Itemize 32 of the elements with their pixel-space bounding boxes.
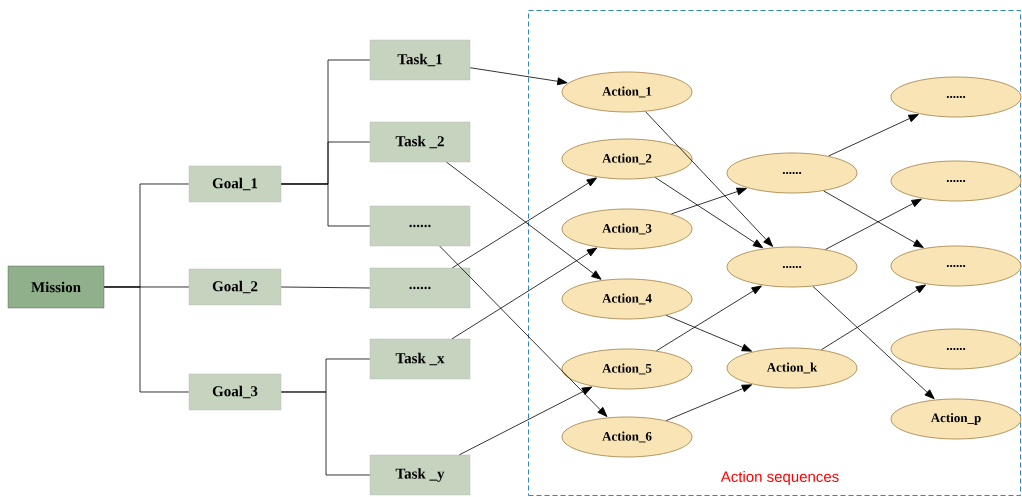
arrow	[452, 177, 597, 269]
task-box: Task _2	[369, 121, 471, 163]
task-box: Task _x	[369, 338, 471, 380]
arrow	[451, 247, 598, 340]
connector-line	[103, 286, 190, 393]
goal-box: Goal_2	[188, 268, 282, 306]
arrow	[439, 245, 608, 417]
arrow	[446, 161, 602, 280]
arrow	[825, 198, 922, 250]
arrow	[828, 114, 919, 157]
arrow	[654, 177, 764, 249]
connector-line	[280, 183, 371, 227]
goal-box: Goal_3	[188, 373, 282, 411]
mission-box: Mission	[7, 265, 105, 309]
arrow	[823, 190, 924, 248]
connector-line	[280, 391, 371, 476]
arrow	[671, 187, 747, 215]
task-box: Task _y	[369, 454, 471, 496]
arrow	[665, 384, 753, 421]
arrow	[459, 386, 593, 456]
arrow	[812, 286, 935, 400]
task-box: ......	[369, 267, 471, 309]
arrow	[645, 111, 774, 247]
arrow	[665, 315, 753, 352]
arrow	[469, 67, 568, 86]
connector-line	[280, 286, 371, 289]
goal-box: Goal_1	[188, 165, 282, 203]
task-box: Task_1	[369, 39, 471, 81]
arrow	[656, 285, 762, 352]
arrow	[821, 284, 926, 351]
task-box: ......	[369, 205, 471, 247]
region-label: Action sequences	[720, 471, 839, 485]
